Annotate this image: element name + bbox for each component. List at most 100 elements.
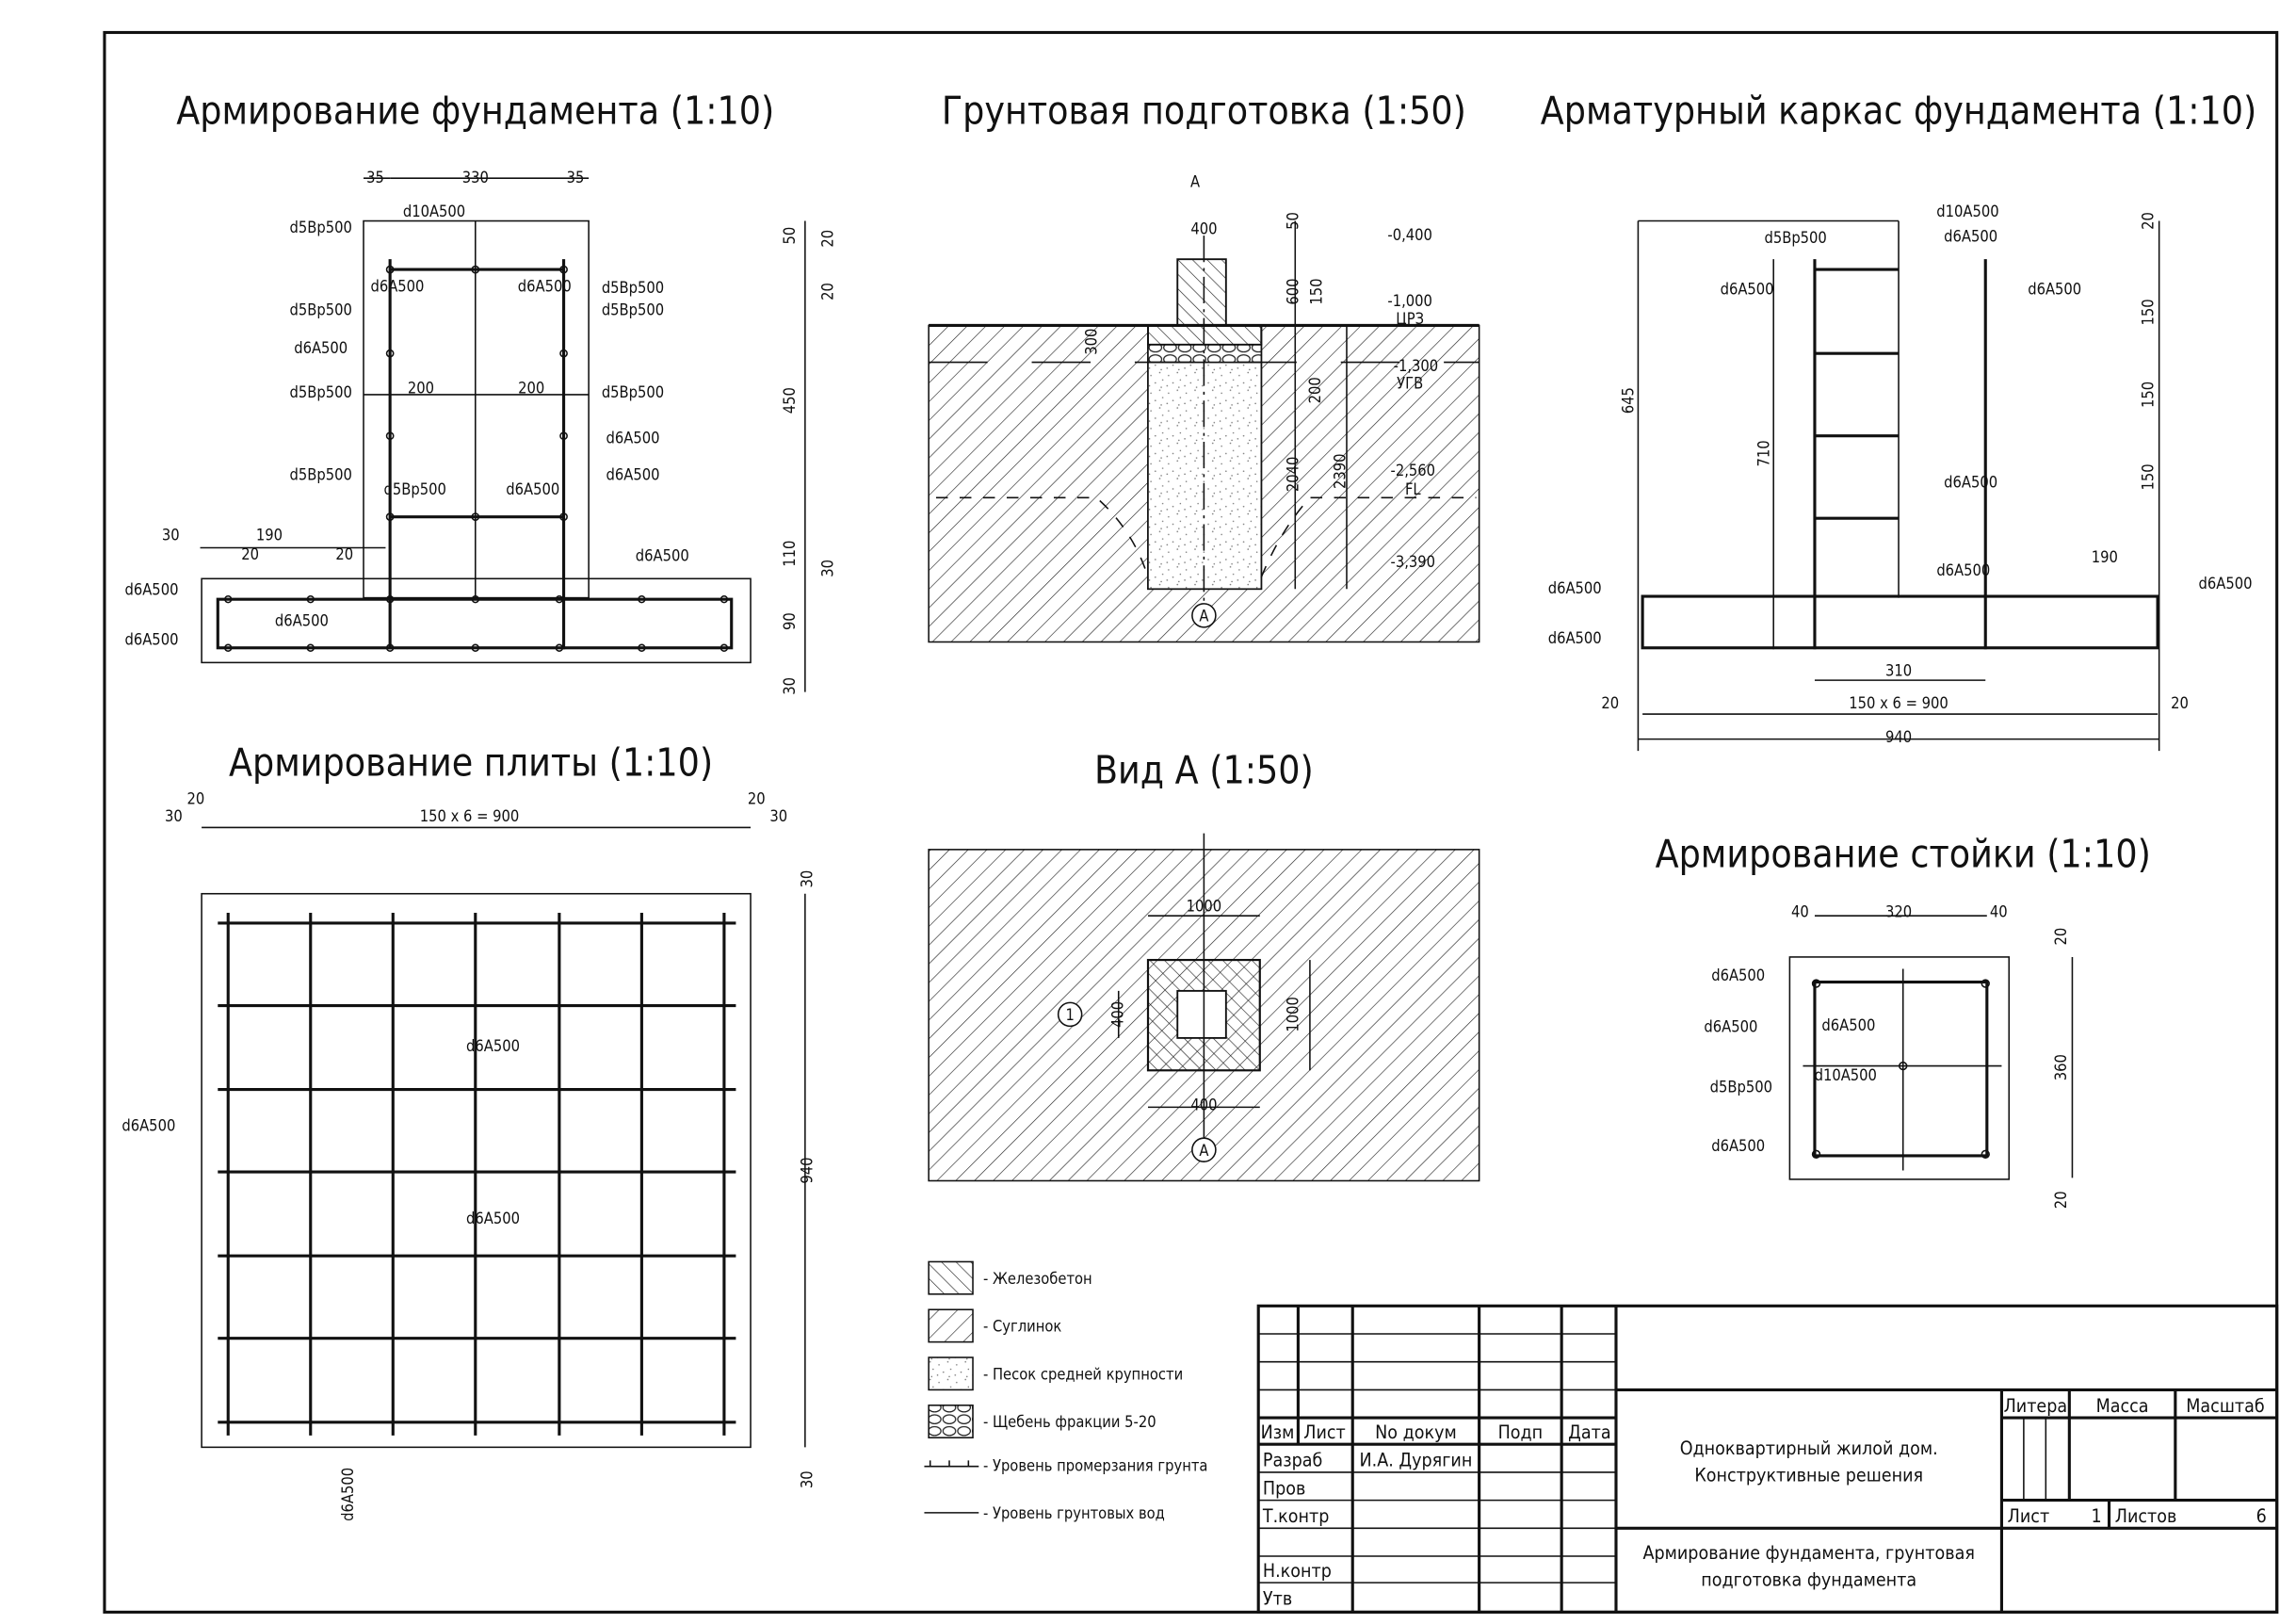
sheets-label: Листов <box>2115 1505 2177 1527</box>
level-or-dimension-label: -3,390 <box>1391 553 1436 571</box>
dimension-label: 30 <box>819 560 837 577</box>
rebar-callout: d6A500 <box>339 1468 357 1521</box>
title-block-role: Разраб <box>1263 1450 1322 1471</box>
level-or-dimension-label: А <box>1199 608 1208 625</box>
rebar-callout: d6A500 <box>124 631 178 649</box>
dimension-label: 710 <box>1755 440 1773 466</box>
dimension-label: 940 <box>1885 728 1912 746</box>
dimension-label: 20 <box>335 545 353 563</box>
legend-label: - Щебень фракции 5-20 <box>983 1413 1156 1431</box>
rebar-section-dot <box>720 643 729 652</box>
dimension-label: 150 х 6 = 900 <box>420 807 519 825</box>
level-or-dimension-label: 200 <box>1306 377 1324 403</box>
rebar-callout: d6A500 <box>1704 1018 1757 1036</box>
foundation-cage-drawing <box>1637 219 2160 752</box>
sheet-label: Лист <box>2008 1505 2049 1527</box>
dimension-label: 150 <box>2139 299 2157 325</box>
rebar-section-dot <box>385 265 395 274</box>
dimension-label: 110 <box>781 541 799 567</box>
rebar-callout: d6A500 <box>1936 561 1990 579</box>
legend: - Железобетон- Суглинок- Песок средней к… <box>924 1260 1207 1522</box>
dimension-label: 20 <box>186 789 204 807</box>
dimension-label: 940 <box>799 1157 817 1183</box>
title-block-role: Т.контр <box>1262 1505 1330 1527</box>
dimension-label: А <box>1199 1142 1208 1160</box>
dimension-label: 645 <box>1620 387 1638 414</box>
dimension-label: 20 <box>241 545 259 563</box>
developer-name: И.А. Дурягин <box>1360 1450 1473 1471</box>
scale-label: Масштаб <box>2186 1395 2264 1417</box>
rebar-callout: d6A500 <box>506 480 559 498</box>
rebar-callout: d6A500 <box>606 466 660 484</box>
dimension-label: 40 <box>1990 903 2008 921</box>
dimension-label: 30 <box>162 527 180 544</box>
rebar-section-dot <box>559 512 568 522</box>
dimension-label: 200 <box>408 379 434 397</box>
level-or-dimension-label: 2040 <box>1284 457 1302 493</box>
legend-label: - Песок средней крупности <box>983 1365 1183 1383</box>
rebar-section-dot <box>385 594 395 604</box>
dimension-label: 400 <box>1190 1096 1217 1113</box>
dimension-label: 20 <box>819 230 837 248</box>
dimension-label: 360 <box>2052 1054 2070 1080</box>
level-or-dimension-label: 50 <box>1284 212 1302 230</box>
rebar-section-dot <box>471 643 480 652</box>
rebar-section-dot <box>555 643 564 652</box>
project-subtitle: Конструктивные решения <box>1694 1464 1923 1486</box>
mass-label: Масса <box>2096 1395 2149 1417</box>
dimension-label: 190 <box>2092 548 2118 566</box>
rebar-callout: d10A500 <box>1815 1066 1877 1084</box>
dimension-label: 1 <box>1065 1006 1074 1024</box>
dimension-label: 20 <box>2052 1191 2070 1209</box>
rebar-section-dot <box>638 643 646 652</box>
post-reinforcement-drawing <box>1788 915 2074 1180</box>
view-a-drawing <box>928 833 1480 1182</box>
level-or-dimension-label: -2,560 <box>1391 462 1436 479</box>
sand-hatch-icon <box>928 1356 974 1391</box>
rebar-callout: d5Bp500 <box>602 301 664 319</box>
title-view-a: Вид А (1:50) <box>1094 748 1314 793</box>
dimension-label: 30 <box>799 1470 817 1488</box>
rebar-callout: d5Bp500 <box>602 383 664 401</box>
rebar-callout: d6A500 <box>294 339 348 357</box>
level-or-dimension-label: УГВ <box>1397 375 1423 393</box>
dimension-label: 20 <box>2171 694 2189 712</box>
rebar-section-dot <box>385 512 395 522</box>
rebar-callout: d6A500 <box>1821 1016 1875 1034</box>
title-block-header: Изм <box>1261 1421 1295 1443</box>
rebar-callout: d5Bp500 <box>1764 229 1826 247</box>
rebar-section-dot <box>306 594 315 604</box>
rebar-callout: d5Bp500 <box>290 301 352 319</box>
rebar-section-dot <box>224 594 233 604</box>
sheet-frame <box>103 30 2279 1614</box>
dimension-label: 50 <box>781 227 799 245</box>
dimension-label: 35 <box>567 169 585 187</box>
rebar-callout: d6A500 <box>275 611 329 629</box>
sheet-title-line2: подготовка фундамента <box>1701 1568 1916 1590</box>
rebar-section-dot <box>559 431 568 441</box>
title-block-header: Дата <box>1568 1421 1610 1443</box>
rebar-callout: d5Bp500 <box>290 466 352 484</box>
sheet-title: Армирование фундамента, грунтовая <box>1643 1542 1975 1564</box>
dimension-label: 150 <box>2139 382 2157 408</box>
dimension-label: 450 <box>781 387 799 414</box>
project-name: Одноквартирный жилой дом. <box>1680 1437 1938 1459</box>
rebar-callout: d6A500 <box>1711 966 1765 984</box>
frost-line-icon <box>924 1460 979 1468</box>
dimension-label: 40 <box>1791 903 1809 921</box>
title-post-reinforcement: Армирование стойки (1:10) <box>1656 832 2151 877</box>
rebar-callout: d6A500 <box>2028 281 2081 299</box>
dimension-label: 30 <box>781 677 799 695</box>
rebar-callout: d6A500 <box>124 580 178 598</box>
rebar-section-dot <box>471 265 480 274</box>
rebar-callout: d6A500 <box>370 278 424 296</box>
legend-label: - Суглинок <box>983 1318 1061 1336</box>
sheet-number: 1 <box>2092 1505 2102 1527</box>
rebar-section-dot <box>385 643 395 652</box>
level-or-dimension-label: -0,400 <box>1387 226 1432 244</box>
rebar-callout: d6A500 <box>1944 227 1997 245</box>
rebar-section-dot <box>555 594 564 604</box>
rebar-section-dot <box>471 512 480 522</box>
title-block-role: Н.контр <box>1263 1560 1332 1582</box>
